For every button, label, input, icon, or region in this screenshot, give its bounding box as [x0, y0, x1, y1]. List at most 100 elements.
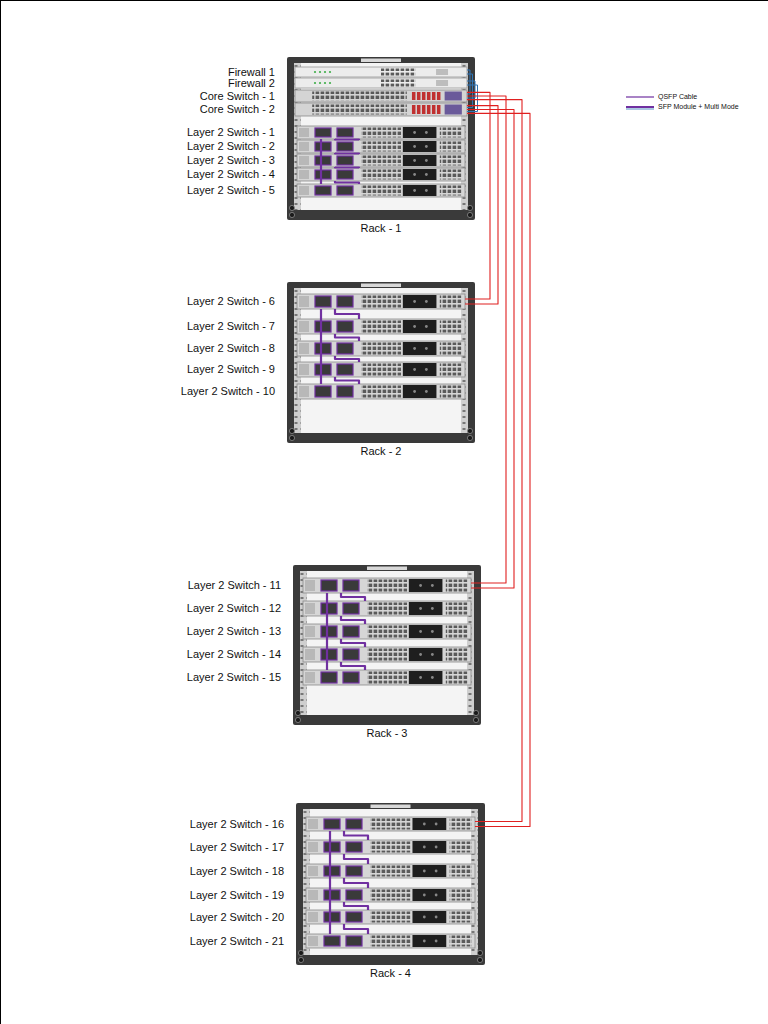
- network-cable: [320, 309, 322, 384]
- layer2-switch: Layer 2 Switch - 21: [306, 934, 475, 948]
- layer2-switch: Layer 2 Switch - 20: [306, 910, 475, 924]
- device-label: Layer 2 Switch - 3: [187, 155, 275, 166]
- core-switch: Core Switch - 1: [295, 90, 467, 102]
- network-cable: [467, 110, 514, 589]
- device-label-holder: Layer 2 Switch - 10: [181, 384, 275, 399]
- device-label-holder: Layer 2 Switch - 11: [188, 578, 281, 593]
- equipment-rack: Rack - 3Layer 2 Switch - 11Layer 2 Switc…: [293, 565, 481, 725]
- device-front: [303, 670, 471, 685]
- device-front: [306, 817, 475, 831]
- network-cable: [335, 334, 359, 341]
- device-label-holder: Layer 2 Switch - 8: [187, 341, 275, 356]
- device-front: [295, 67, 467, 77]
- device-front: [297, 184, 465, 197]
- rack-label: Rack - 3: [293, 727, 481, 740]
- device-label-holder: Layer 2 Switch - 9: [187, 362, 275, 377]
- equipment-rack: Rack - 2Layer 2 Switch - 6Layer 2 Switch…: [287, 282, 475, 443]
- device-label-holder: Core Switch - 2: [200, 103, 275, 116]
- device-front: [303, 601, 471, 616]
- device-label-holder: Layer 2 Switch - 7: [187, 319, 275, 334]
- layer2-switch: Layer 2 Switch - 17: [306, 840, 475, 854]
- device-front: [295, 78, 467, 88]
- device-label: Layer 2 Switch - 10: [181, 386, 275, 397]
- network-cable: [467, 96, 506, 583]
- device-label: Layer 2 Switch - 21: [190, 936, 284, 947]
- network-cable: [326, 593, 328, 670]
- device-label: Layer 2 Switch - 7: [187, 321, 275, 332]
- network-cable: [344, 924, 368, 934]
- device-label: Layer 2 Switch - 2: [187, 141, 275, 152]
- legend: QSFP CableSFP Module + Multi Mode: [625, 92, 739, 112]
- device-label-holder: Layer 2 Switch - 15: [187, 670, 281, 685]
- network-cable: [341, 662, 365, 670]
- layer2-switch: Layer 2 Switch - 10: [297, 384, 465, 399]
- rack-label-holder: Rack - 2: [287, 445, 475, 458]
- device-front: [297, 140, 465, 153]
- network-cable: [467, 81, 475, 98]
- network-cable: [344, 831, 368, 840]
- device-front: [297, 168, 465, 181]
- device-label: Layer 2 Switch - 12: [187, 603, 281, 614]
- device-label-holder: Layer 2 Switch - 14: [187, 647, 281, 662]
- device-front: [297, 341, 465, 356]
- layer2-switch: Layer 2 Switch - 18: [306, 864, 475, 878]
- device-label: Layer 2 Switch - 13: [187, 626, 281, 637]
- legend-text: QSFP Cable: [658, 92, 697, 102]
- network-cable: [335, 377, 359, 384]
- device-label-holder: Layer 2 Switch - 20: [190, 910, 284, 924]
- device-front: [297, 319, 465, 334]
- device-label: Layer 2 Switch - 11: [188, 580, 281, 591]
- page-border: [0, 0, 1, 1024]
- device-front: [303, 578, 471, 593]
- layer2-switch: Layer 2 Switch - 15: [303, 670, 471, 685]
- device-label-holder: Core Switch - 1: [200, 90, 275, 102]
- device-label-holder: Layer 2 Switch - 5: [187, 184, 275, 197]
- device-label-holder: Layer 2 Switch - 17: [190, 840, 284, 854]
- network-cable: [341, 593, 365, 601]
- network-cable: [341, 616, 365, 624]
- network-cable: [335, 181, 359, 184]
- device-label-holder: Layer 2 Switch - 3: [187, 154, 275, 167]
- network-cable: [335, 153, 359, 154]
- layer2-switch: Layer 2 Switch - 6: [297, 294, 465, 309]
- network-cable: [467, 70, 470, 94]
- legend-text: SFP Module + Multi Mode: [658, 102, 739, 112]
- device-front: [295, 90, 467, 102]
- network-cable: [335, 139, 359, 140]
- legend-line-sample: [625, 92, 655, 102]
- network-cable: [329, 831, 331, 934]
- network-cable: [465, 92, 490, 299]
- rack-label-holder: Rack - 3: [293, 727, 481, 740]
- device-label-holder: Firewall 2: [228, 78, 275, 88]
- layer2-switch: Layer 2 Switch - 14: [303, 647, 471, 662]
- device-front: [306, 864, 475, 878]
- device-label: Layer 2 Switch - 18: [190, 866, 284, 877]
- device-label-holder: Layer 2 Switch - 1: [187, 126, 275, 139]
- device-label: Firewall 1: [228, 67, 275, 78]
- legend-row: SFP Module + Multi Mode: [625, 102, 739, 112]
- device-label: Layer 2 Switch - 6: [187, 296, 275, 307]
- rack-label: Rack - 2: [287, 445, 475, 458]
- device-label: Layer 2 Switch - 20: [190, 912, 284, 923]
- rack-label-holder: Rack - 1: [287, 222, 475, 235]
- network-cable: [467, 113, 530, 826]
- device-label-holder: Layer 2 Switch - 16: [190, 817, 284, 831]
- network-cable: [467, 85, 478, 112]
- device-label: Core Switch - 2: [200, 104, 275, 115]
- device-label-holder: Layer 2 Switch - 12: [187, 601, 281, 616]
- layer2-switch: Layer 2 Switch - 9: [297, 362, 465, 377]
- device-label-holder: Firewall 1: [228, 67, 275, 77]
- rack-label-holder: Rack - 4: [296, 967, 485, 980]
- network-cable: [467, 100, 522, 822]
- device-label: Layer 2 Switch - 14: [187, 649, 281, 660]
- layer2-switch: Layer 2 Switch - 12: [303, 601, 471, 616]
- network-cable: [341, 639, 365, 647]
- network-cable: [344, 878, 368, 888]
- network-cable: [335, 309, 359, 319]
- device-front: [297, 294, 465, 309]
- page-border: [0, 0, 768, 1]
- device-label: Layer 2 Switch - 19: [190, 890, 284, 901]
- layer2-switch: Layer 2 Switch - 1: [297, 126, 465, 139]
- equipment-rack: Rack - 1Firewall 1Firewall 2Core Switch …: [287, 57, 475, 220]
